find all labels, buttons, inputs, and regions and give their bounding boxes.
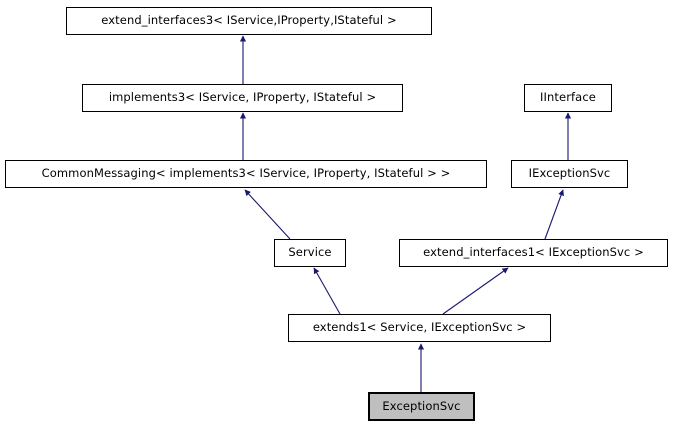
node-label: IExceptionSvc [528,166,611,181]
node-service[interactable]: Service [274,239,346,267]
inheritance-edge [313,267,341,315]
node-label: IInterface [540,90,596,105]
inheritance-edge [544,189,564,240]
node-label: extend_interfaces3< IService,IProperty,I… [101,13,397,28]
inheritance-edge [442,267,509,315]
node-commonmessaging[interactable]: CommonMessaging< implements3< IService, … [5,160,487,188]
node-extends1[interactable]: extends1< Service, IExceptionSvc > [288,314,551,342]
node-label: extend_interfaces1< IExceptionSvc > [423,245,644,260]
node-exceptionsvc[interactable]: ExceptionSvc [368,392,475,421]
inheritance-edge [244,189,291,240]
node-extend-interfaces3[interactable]: extend_interfaces3< IService,IProperty,I… [66,7,432,35]
node-label: Service [288,245,332,260]
node-label: implements3< IService, IProperty, IState… [108,90,377,105]
node-label: CommonMessaging< implements3< IService, … [41,166,451,181]
node-implements3[interactable]: implements3< IService, IProperty, IState… [82,84,403,112]
node-iexceptionsvc[interactable]: IExceptionSvc [511,160,628,188]
node-extend-interfaces1[interactable]: extend_interfaces1< IExceptionSvc > [399,239,668,267]
node-label: ExceptionSvc [382,398,461,413]
node-label: extends1< Service, IExceptionSvc > [312,320,527,335]
node-iinterface[interactable]: IInterface [524,84,612,112]
